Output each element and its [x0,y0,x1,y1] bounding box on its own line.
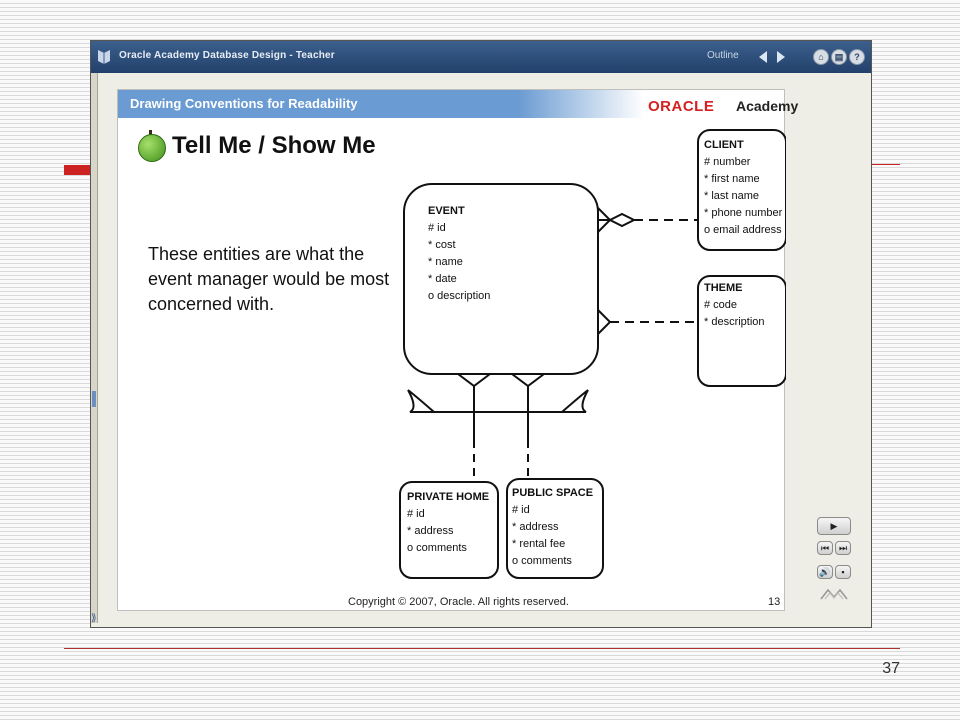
event-entity-box [403,183,599,375]
event-entity-text: EVENT # id * cost * name * date o descri… [428,205,490,302]
slide-body-text: These entities are what the event manage… [148,244,390,314]
erd-diagram: EVENT # id * cost * name * date o descri… [399,129,786,579]
slide-bottom-rule [64,648,900,649]
sidebar-toggle-tab[interactable] [92,391,96,407]
private-home-entity-box [399,481,499,579]
left-sidebar-strip [91,73,98,623]
client-entity-title: CLIENT [704,139,744,151]
event-private-home-relationship [457,373,491,482]
public-space-title: PUBLIC SPACE [512,487,593,499]
public-space-attr-4: o comments [512,555,572,567]
public-space-attr-3: * rental fee [512,538,565,550]
last-slide-button[interactable]: ⏭ [835,541,851,555]
event-public-space-relationship [511,373,545,479]
private-home-attr-1: # id [407,508,425,520]
caption-toggle-button[interactable]: ▪ [835,565,851,579]
event-attr-4: * date [428,273,457,285]
client-attr-4: * phone number [704,207,783,219]
theme-entity-title: THEME [704,282,743,294]
window-title: Oracle Academy Database Design - Teacher [119,50,335,61]
client-entity-box [697,129,786,251]
public-space-attr-2: * address [512,521,559,533]
event-attr-5: o description [428,290,490,302]
brand-mark-icon [820,588,848,600]
slide-red-accent-bar [64,165,94,175]
public-space-entity-box [506,478,604,579]
glossary-icon[interactable]: ▤ [831,49,847,65]
first-slide-button[interactable]: ⏮ [817,541,833,555]
apple-stem [149,130,152,136]
event-attr-2: * cost [428,239,456,251]
event-attr-3: * name [428,256,463,268]
client-attr-2: * first name [704,173,760,185]
slide-header-bar [118,90,518,118]
audio-toggle-button[interactable]: 🔊 [817,565,833,579]
playback-controls: ▶ ⏮ ⏭ 🔊 ▪ [811,511,855,611]
home-icon[interactable]: ⌂ [813,49,829,65]
event-entity-title: EVENT [428,205,465,217]
theme-attr-1: # code [704,299,737,311]
play-button[interactable]: ▶ [817,517,851,535]
public-space-attr-1: # id [512,504,530,516]
outline-link[interactable]: Outline [707,50,739,61]
slide-heading: Tell Me / Show Me [172,132,376,159]
player-window: Oracle Academy Database Design - Teacher… [90,40,872,628]
supertype-arc [407,389,589,413]
slide-red-rule [872,164,900,165]
slide-number: 13 [768,596,781,608]
apple-icon [138,134,166,162]
private-home-attr-2: * address [407,525,454,537]
next-slide-icon[interactable] [777,51,785,63]
theme-entity-box [697,275,786,387]
private-home-attr-3: o comments [407,542,467,554]
event-theme-relationship [597,309,698,335]
slide-canvas: Drawing Conventions for Readability ORAC… [117,89,798,611]
status-glyph-icon: ⟫ [91,613,97,624]
player-titlebar: Oracle Academy Database Design - Teacher… [91,41,871,73]
slide-copyright: Copyright © 2007, Oracle. All rights res… [348,596,569,608]
academy-logo-text: Academy [736,98,799,114]
oracle-logo: ORACLE [648,98,715,115]
event-attr-1: # id [428,222,446,234]
previous-slide-icon[interactable] [759,51,767,63]
slide-header-gradient [518,90,644,118]
oracle-book-icon [98,50,110,64]
private-home-title: PRIVATE HOME [407,491,489,503]
client-attr-3: * last name [704,190,759,202]
theme-attr-2: * description [704,316,765,328]
help-icon[interactable]: ? [849,49,865,65]
client-attr-5: o email address [704,224,782,236]
slide-header-title: Drawing Conventions for Readability [130,96,358,111]
event-client-relationship [597,207,698,233]
page-number: 37 [882,660,900,677]
client-attr-1: # number [704,156,751,168]
